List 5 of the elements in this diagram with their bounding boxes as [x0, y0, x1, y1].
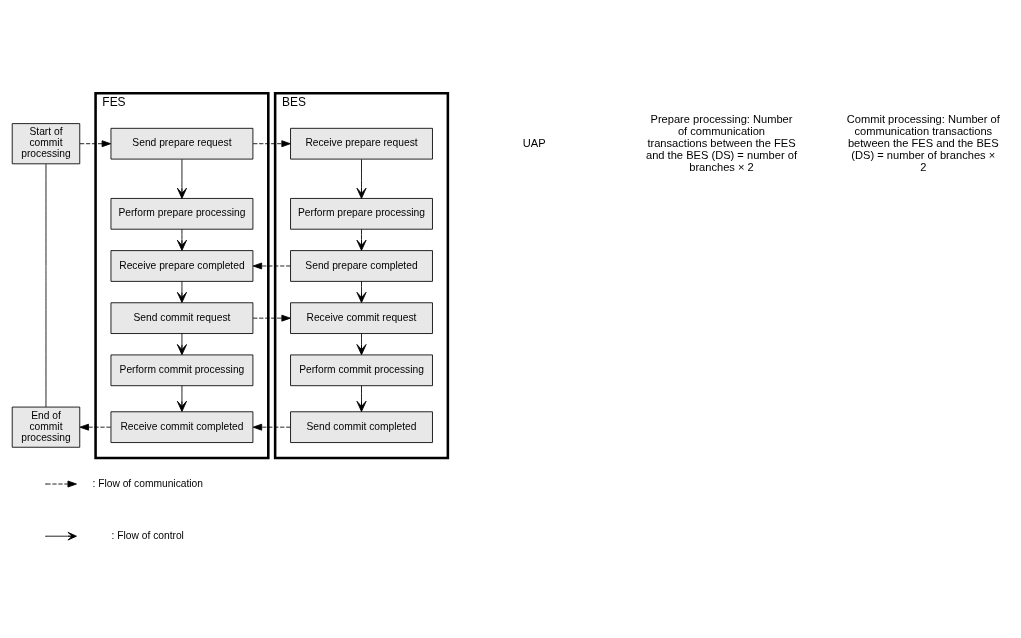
- label: UAP: [522, 136, 546, 149]
- legend-label: : Flow of communication: [92, 477, 203, 489]
- legend-label: : Flow of control: [111, 529, 184, 541]
- label: Commit processing: Number of communication transactions between the FES and the BES (DS) = number of branches × 2: [846, 112, 1000, 173]
- label: Prepare processing: Number of communication transactions between the FES and the BES (DS) = number of branches × 2: [646, 112, 797, 173]
